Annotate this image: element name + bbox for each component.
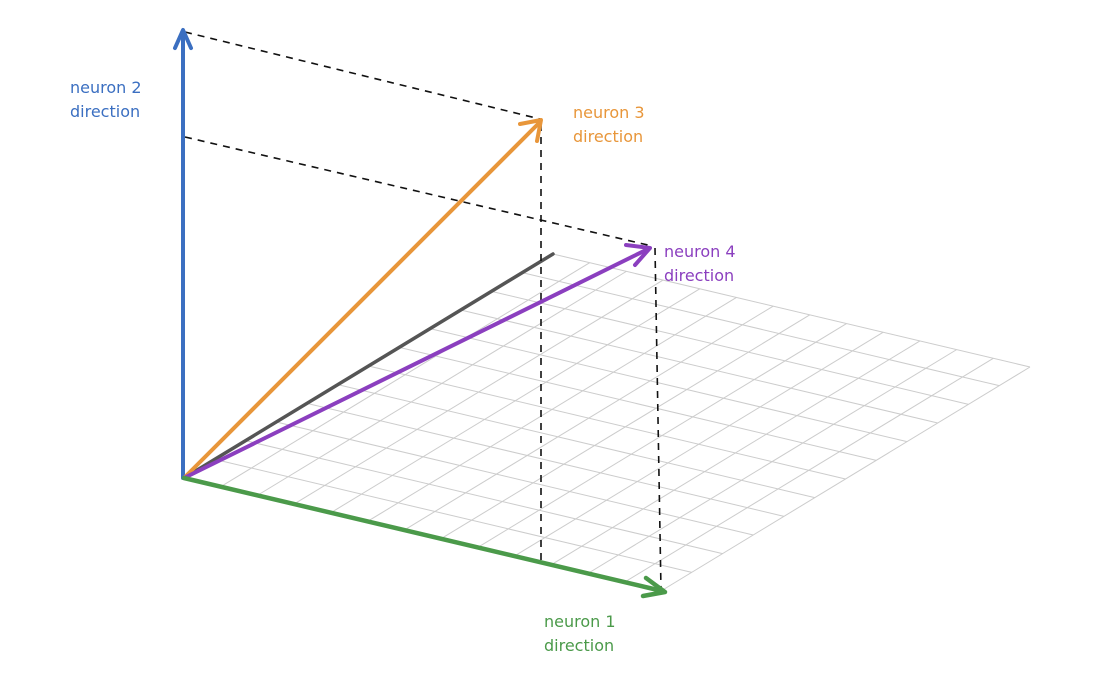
label-line: direction [544,636,615,655]
label-line: direction [573,127,644,146]
grid-line [306,402,785,517]
grid-line [368,365,846,480]
neuron-1-arrow [181,475,668,599]
grid-line [214,458,692,573]
dashed-line-middle [184,136,653,247]
plane-grid [183,253,1031,592]
neuron-3-arrow [182,118,543,480]
label-line: neuron 1 [544,612,616,631]
neuron-4-arrow [182,243,652,480]
label-line: direction [664,266,735,285]
neuron-2-label: neuron 2 direction [70,76,142,124]
grid-line [399,346,877,461]
neuron-4-label: neuron 4 direction [664,240,736,288]
grid-line [552,253,1031,368]
dashed-line-vertical-neuron4 [654,247,662,591]
label-line: neuron 4 [664,242,736,261]
arrowhead-icon [173,28,193,50]
arrowhead-icon [518,118,543,143]
grid-line [276,421,754,536]
neuron-2-arrow [173,28,193,480]
grid-line [245,440,723,555]
neuron-3-label: neuron 3 direction [573,101,645,149]
label-line: direction [70,102,141,121]
projection-dashed-lines [184,31,662,591]
grid-line [522,272,1000,387]
grid-line [491,290,969,405]
arrowhead-icon [640,575,668,599]
plane-projection-line [182,252,555,480]
arrowhead-icon [624,243,652,267]
label-line: neuron 3 [573,103,645,122]
grid-line [337,384,815,499]
neuron-1-label: neuron 1 direction [544,610,616,658]
grid-line [460,309,938,424]
dashed-line-top [184,31,541,120]
grid-line [429,328,908,443]
label-line: neuron 2 [70,78,142,97]
